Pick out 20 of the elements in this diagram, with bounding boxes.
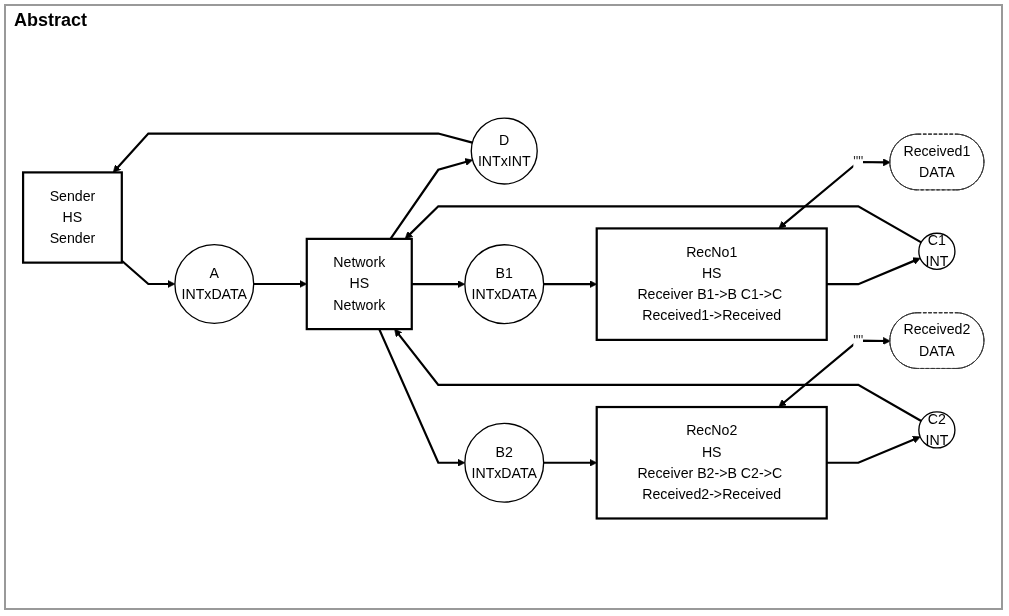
node-circle: B1 INTxDATA <box>464 243 545 324</box>
node-circle: C1 INT <box>918 232 956 270</box>
node-box: RecNo2 HS Receiver B2->B C2->C Received2->Received <box>595 405 828 520</box>
node-circle: A INTxDATA <box>174 243 255 324</box>
node-circle: D INTxINT <box>470 117 538 185</box>
node-circle: B2 INTxDATA <box>464 422 545 503</box>
edge-label: "" <box>853 332 864 348</box>
arrow <box>778 158 891 229</box>
arrow <box>112 132 473 173</box>
edge-label: "" <box>853 153 864 169</box>
arrow <box>826 257 921 285</box>
node-box: Network HS Network <box>305 237 413 330</box>
node-box: RecNo1 HS Receiver B1->B C1->C Received1->Received <box>595 227 828 341</box>
diagram-title: Abstract <box>14 10 88 31</box>
arrow <box>826 435 921 464</box>
node-circle: C2 INT <box>918 410 956 449</box>
node-box: Sender HS Sender <box>22 171 123 264</box>
arrow <box>394 328 922 422</box>
arrow <box>778 336 891 407</box>
arrow <box>404 204 922 243</box>
